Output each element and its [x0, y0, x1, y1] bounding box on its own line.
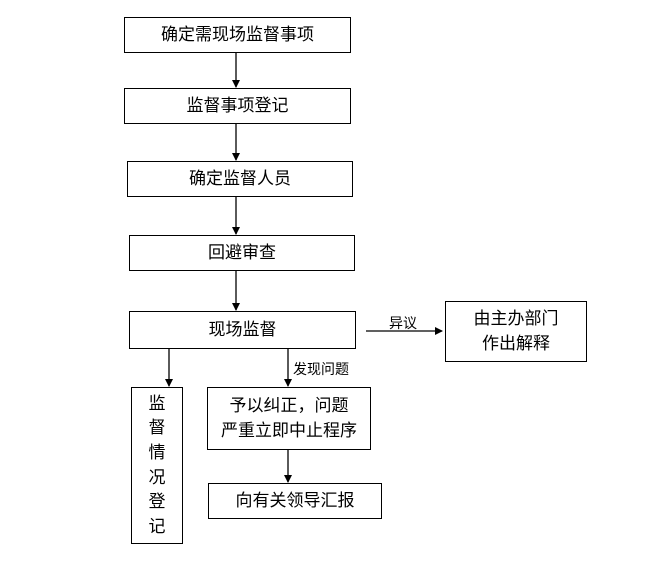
step-confirm-items: 确定需现场监督事项 — [124, 17, 351, 53]
explanation-line-2: 作出解释 — [482, 333, 550, 354]
record-char: 情 — [148, 442, 166, 463]
step-register-items-label: 监督事项登记 — [186, 95, 289, 116]
report-leaders-label: 向有关领导汇报 — [235, 490, 355, 511]
record-char: 监 — [148, 393, 166, 414]
step-confirm-personnel-label: 确定监督人员 — [189, 168, 291, 189]
issue-found-label: 发现问题 — [293, 362, 349, 378]
supervision-record-box: 监 督 情 况 登 记 — [131, 387, 183, 544]
step-confirm-personnel: 确定监督人员 — [127, 161, 353, 197]
correction-line-1: 予以纠正，问题 — [229, 395, 349, 416]
explanation-line-1: 由主办部门 — [473, 308, 559, 329]
record-char: 记 — [148, 516, 166, 537]
record-char: 况 — [148, 467, 166, 488]
step-onsite-supervision: 现场监督 — [129, 311, 356, 349]
correction-box: 予以纠正，问题 严重立即中止程序 — [207, 387, 371, 450]
correction-line-2: 严重立即中止程序 — [221, 420, 357, 441]
record-char: 督 — [148, 418, 166, 439]
step-onsite-supervision-label: 现场监督 — [208, 319, 277, 340]
step-confirm-items-label: 确定需现场监督事项 — [161, 24, 314, 45]
report-leaders-box: 向有关领导汇报 — [208, 483, 382, 519]
step-recusal-review-label: 回避审查 — [208, 242, 276, 263]
objection-label: 异议 — [389, 316, 417, 332]
record-char: 登 — [148, 492, 166, 513]
explanation-box: 由主办部门 作出解释 — [445, 301, 587, 362]
step-register-items: 监督事项登记 — [124, 88, 351, 124]
step-recusal-review: 回避审查 — [129, 235, 355, 271]
